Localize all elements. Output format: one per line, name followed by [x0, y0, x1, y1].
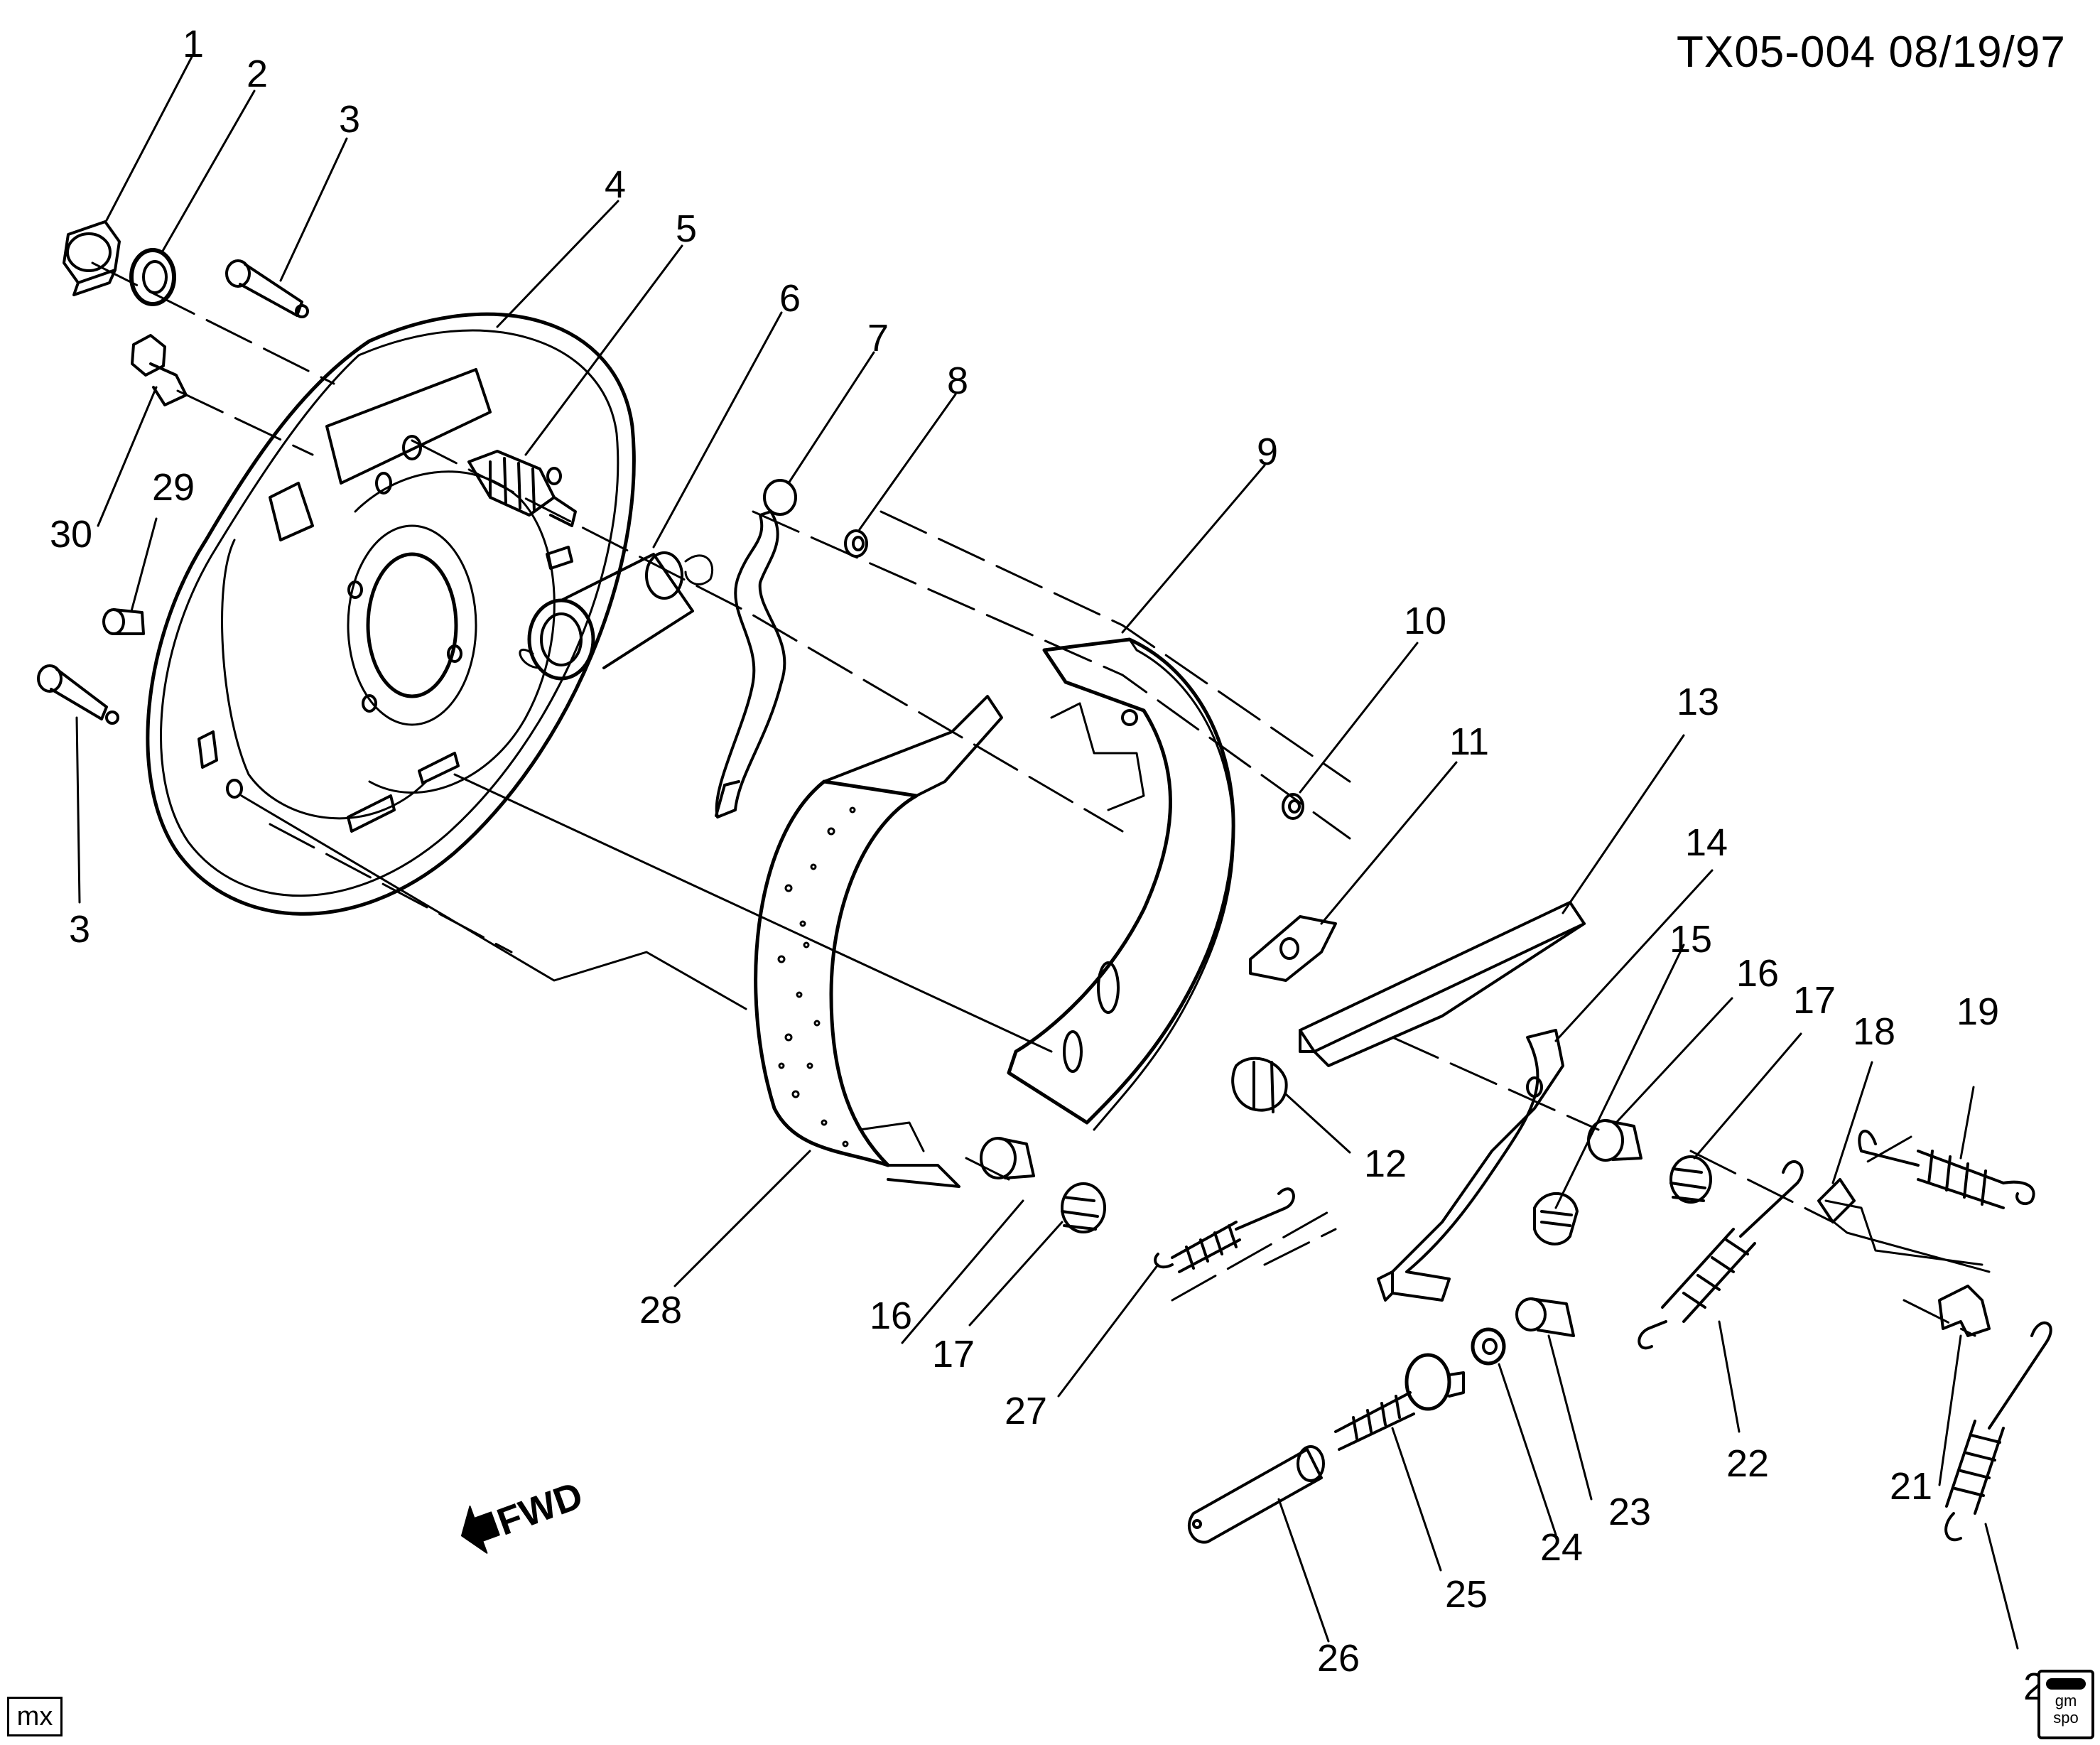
part-6-wheel-cylinder [519, 546, 714, 681]
part-20-return-spring [1944, 1321, 2052, 1542]
callout-4: 4 [605, 163, 626, 206]
part-2-washer [129, 248, 176, 306]
callout-21: 21 [1890, 1465, 1932, 1508]
part-4-backing-plate [146, 312, 636, 916]
callout-3-lower: 3 [69, 908, 90, 951]
part-7-lever [715, 479, 797, 819]
callout-29: 29 [152, 466, 195, 509]
corner-code-box: mx [7, 1697, 63, 1736]
callout-7: 7 [867, 317, 889, 360]
callout-27: 27 [1005, 1390, 1047, 1432]
callout-1: 1 [183, 23, 204, 65]
callout-28: 28 [639, 1289, 682, 1331]
part-16-retainer-left [980, 1137, 1035, 1179]
callout-14: 14 [1685, 821, 1728, 864]
callout-3-upper: 3 [339, 98, 360, 141]
callout-24: 24 [1540, 1526, 1583, 1569]
callout-10: 10 [1404, 600, 1446, 642]
part-27-spring [1154, 1187, 1295, 1273]
part-13-adjuster-link [1299, 901, 1586, 1067]
part-21-clip [1938, 1285, 1991, 1337]
part-14-adjuster-lever [1377, 1029, 1564, 1302]
callout-18: 18 [1853, 1010, 1895, 1053]
shoe-alignment-line [240, 773, 1053, 1053]
part-29-plug [102, 608, 145, 635]
part-24-washer [1471, 1327, 1506, 1366]
callout-12: 12 [1364, 1142, 1407, 1185]
callout-17-right: 17 [1793, 979, 1836, 1022]
part-15-spring [1533, 1192, 1579, 1246]
callout-16-left: 16 [870, 1295, 912, 1337]
part-22-spring [1638, 1160, 1804, 1350]
part-25-adjusting-screw [1334, 1353, 1465, 1451]
assembly-lines [91, 261, 1976, 1337]
logo-bar [2046, 1678, 2086, 1690]
part-9-brake-shoe-rear [1007, 637, 1235, 1131]
part-1-nut [63, 220, 121, 296]
callout-numbers: 1 2 3 4 5 6 7 8 9 10 11 12 13 14 15 16 1… [50, 23, 2066, 1708]
callout-17-left: 17 [932, 1333, 975, 1376]
part-23-socket [1515, 1297, 1575, 1337]
forward-direction-indicator: FWD [460, 1474, 588, 1554]
part-3-bolt-lower [37, 664, 119, 725]
callout-19: 19 [1956, 990, 1999, 1033]
part-17-spring-left [1061, 1182, 1106, 1233]
part-19-return-spring [1858, 1129, 2035, 1209]
gm-spo-logo: gm spo [2037, 1670, 2094, 1739]
part-10-washer [1282, 793, 1304, 820]
part-26-pivot-nut [1188, 1445, 1325, 1544]
part-5-fitting [467, 450, 577, 527]
part-18-clip [1817, 1178, 1991, 1273]
part-17-spring-right [1669, 1155, 1712, 1204]
callout-25: 25 [1445, 1573, 1488, 1616]
part-3-bolt-upper [225, 259, 309, 318]
fwd-label: FWD [492, 1474, 588, 1543]
part-11-guide-plate [1249, 915, 1337, 982]
diagram-reference-code: TX05-004 08/19/97 [1677, 28, 2066, 77]
part-8-washer [844, 529, 868, 558]
logo-text-top: gm [2055, 1692, 2077, 1709]
callout-16-right: 16 [1736, 952, 1779, 995]
leader-lines [75, 55, 2019, 1650]
callout-8: 8 [947, 360, 968, 402]
part-30-bolt [131, 334, 188, 406]
shoe-lining-texture [777, 806, 856, 1147]
callout-6: 6 [779, 277, 801, 320]
callout-30: 30 [50, 513, 92, 556]
callout-26: 26 [1317, 1637, 1360, 1680]
callout-5: 5 [676, 207, 697, 250]
callout-11: 11 [1449, 720, 1489, 763]
forward-arrow-icon [460, 1506, 500, 1554]
callout-15: 15 [1669, 918, 1712, 961]
part-12-spring-cup [1231, 1057, 1288, 1113]
logo-text-bottom: spo [2053, 1709, 2079, 1727]
callout-9: 9 [1257, 431, 1278, 473]
callout-23: 23 [1608, 1491, 1651, 1533]
callout-2: 2 [247, 53, 268, 95]
callout-13: 13 [1677, 681, 1719, 723]
part-28-brake-shoe-front [754, 695, 1003, 1188]
callout-22: 22 [1726, 1442, 1769, 1485]
